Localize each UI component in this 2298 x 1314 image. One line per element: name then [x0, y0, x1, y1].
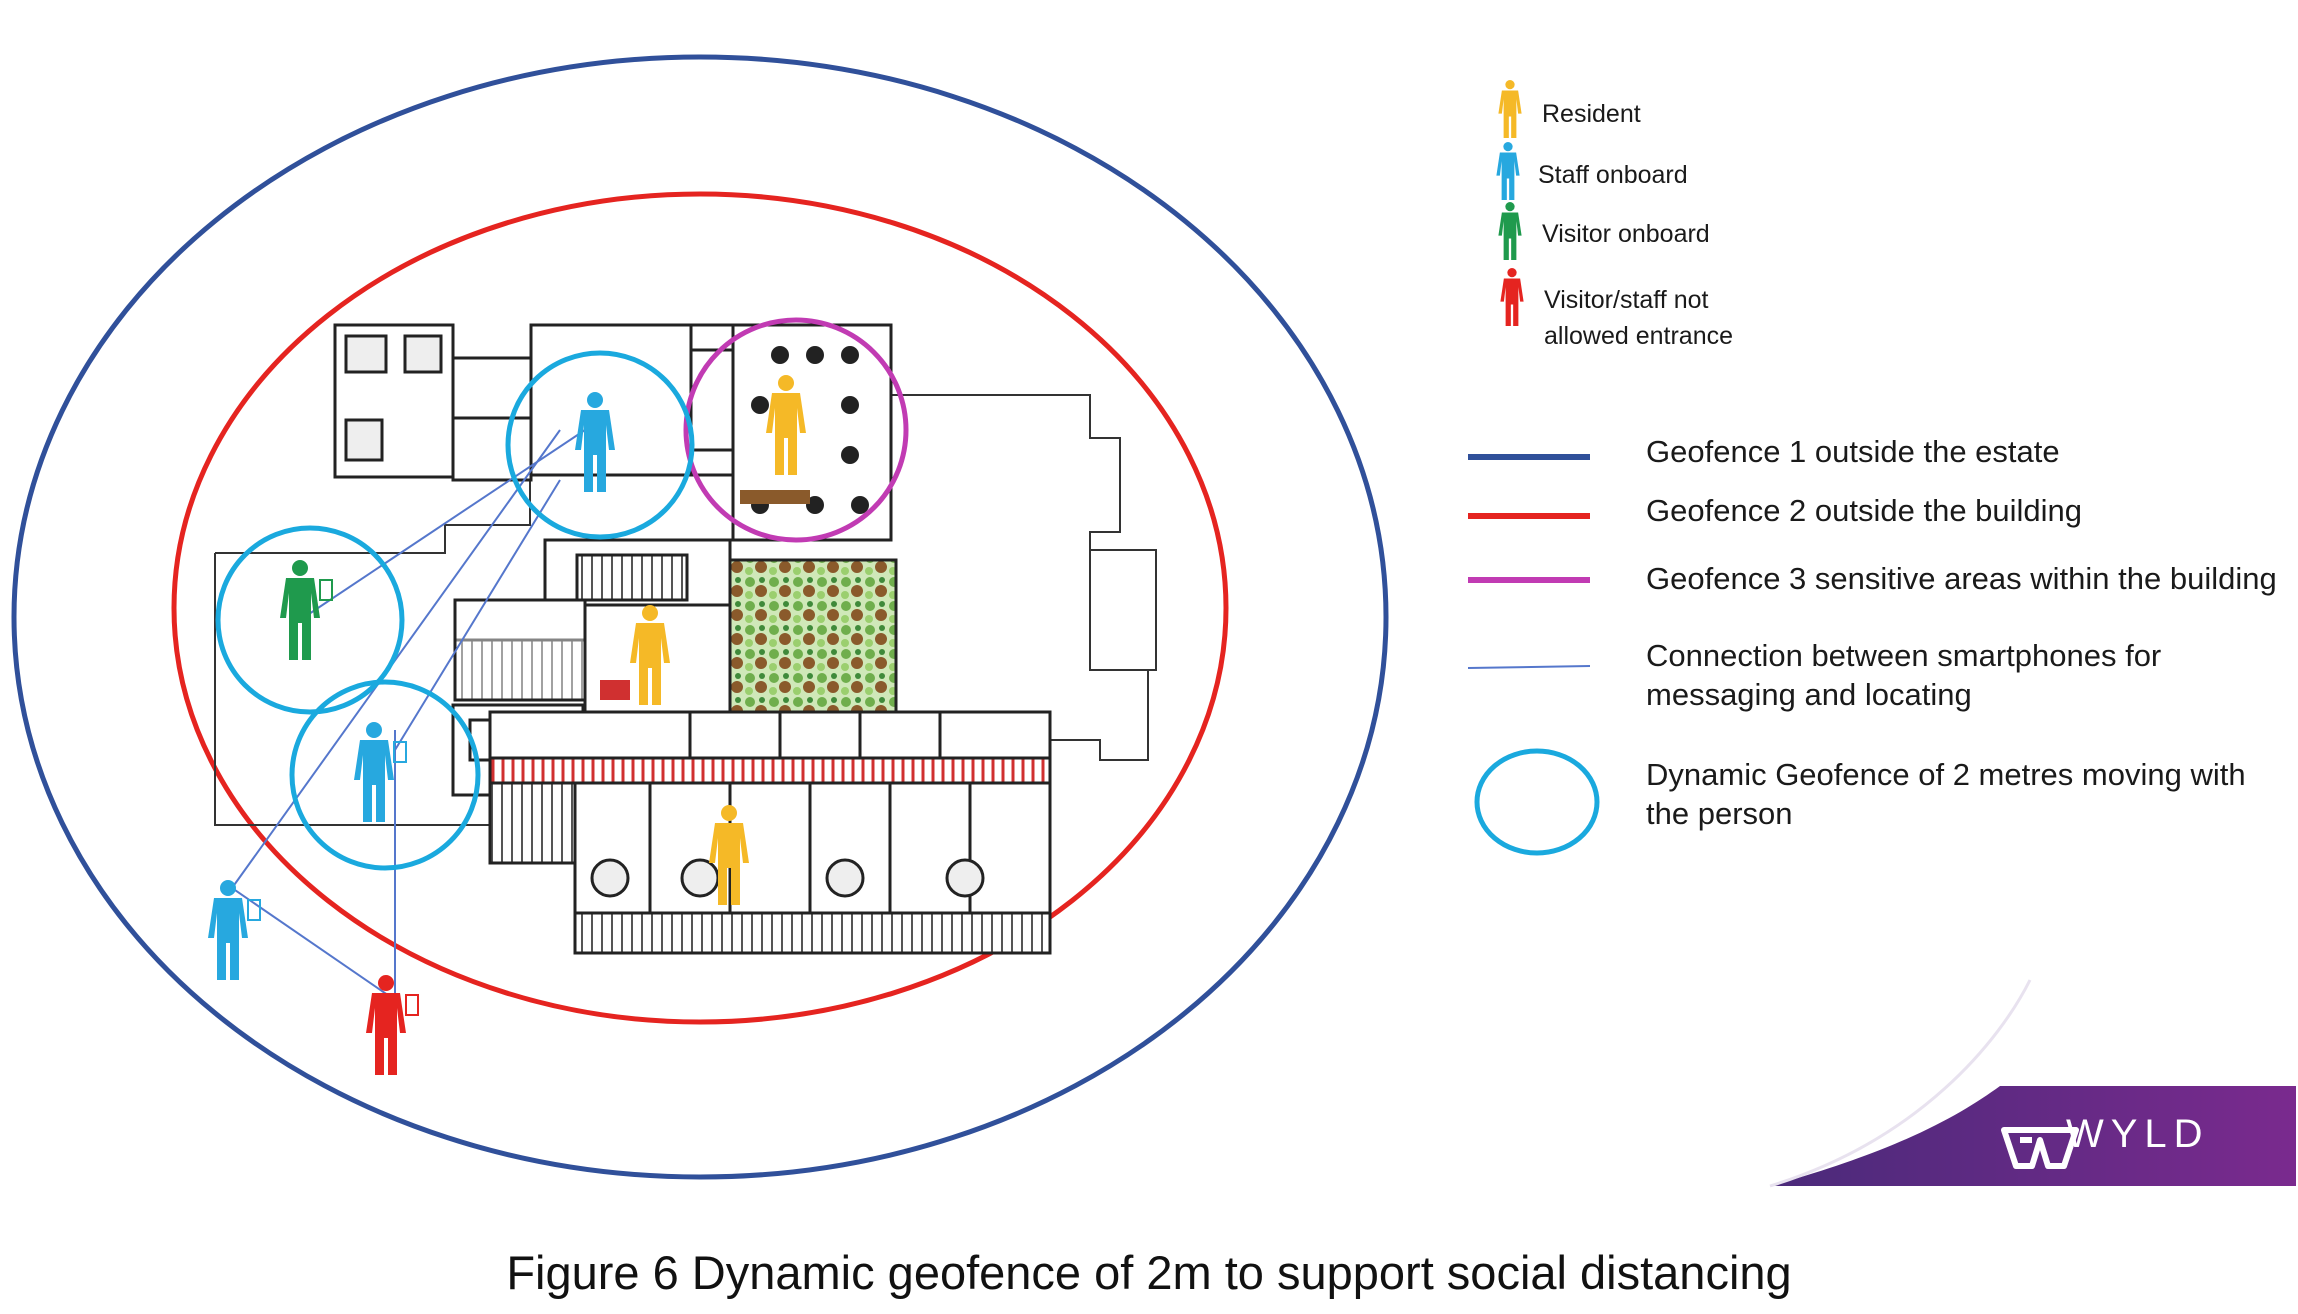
geofence-3-sensitive-area: [683, 317, 909, 543]
dynamic-geofence-staff-top: [505, 350, 695, 540]
legend-dynamic-geofence-sample: [1474, 748, 1600, 856]
resident-person-icon-wing: [709, 805, 749, 905]
legend-staff-label: Staff onboard: [1538, 161, 1688, 189]
legend-geofence-3-label: Geofence 3 sensitive areas within the bu…: [1646, 561, 2277, 596]
legend-connection-sample: [1467, 665, 1591, 669]
legend-staff-icon: [1496, 142, 1520, 200]
legend-resident-icon: [1498, 80, 1522, 138]
resident-person-icon-hall: [630, 605, 670, 705]
wyld-logo-icon: [2001, 1127, 2079, 1169]
legend-person-icons: [1496, 80, 1524, 326]
legend-resident-label: Resident: [1542, 100, 1641, 128]
legend-dynamic-geofence-label-line2: the person: [1646, 796, 1793, 831]
legend-visitor-label: Visitor onboard: [1542, 220, 1710, 248]
people-layer: [208, 375, 806, 1075]
dynamic-geofence-visitor: [215, 525, 405, 715]
visitor-person-icon: [280, 560, 333, 660]
brand-banner: [1770, 1086, 2296, 1186]
legend-geofence-2-label: Geofence 2 outside the building: [1646, 493, 2083, 528]
legend-dynamic-geofence-label-line1: Dynamic Geofence of 2 metres moving with: [1646, 757, 2246, 792]
legend-not-allowed-label-line1: Visitor/staff not: [1544, 286, 1709, 314]
brand-swoosh: [1769, 979, 2032, 1188]
staff-person-icon-top: [575, 392, 615, 492]
legend-connection-label-line2: messaging and locating: [1646, 677, 1972, 712]
resident-person-icon-dining: [766, 375, 806, 475]
figure-caption: Figure 6 Dynamic geofence of 2m to suppo…: [506, 1246, 1792, 1299]
dynamic-geofence-staff: [289, 679, 481, 871]
legend-not-allowed-icon: [1500, 268, 1524, 326]
staff-person-icon-left: [354, 722, 407, 822]
legend-geofence-1-label: Geofence 1 outside the estate: [1646, 434, 2060, 469]
geofence-1-estate: [11, 54, 1389, 1180]
geofence-2-building: [171, 191, 1229, 1025]
legend-visitor-icon: [1498, 202, 1522, 260]
legend-not-allowed-label-line2: allowed entrance: [1544, 322, 1734, 350]
legend-line-samples: [1467, 454, 1600, 856]
not-allowed-person-icon: [366, 975, 419, 1075]
staff-person-icon-outside: [208, 880, 261, 980]
legend-connection-label-line1: Connection between smartphones for: [1646, 638, 2162, 673]
brand-name: WYLD: [2066, 1112, 2210, 1156]
